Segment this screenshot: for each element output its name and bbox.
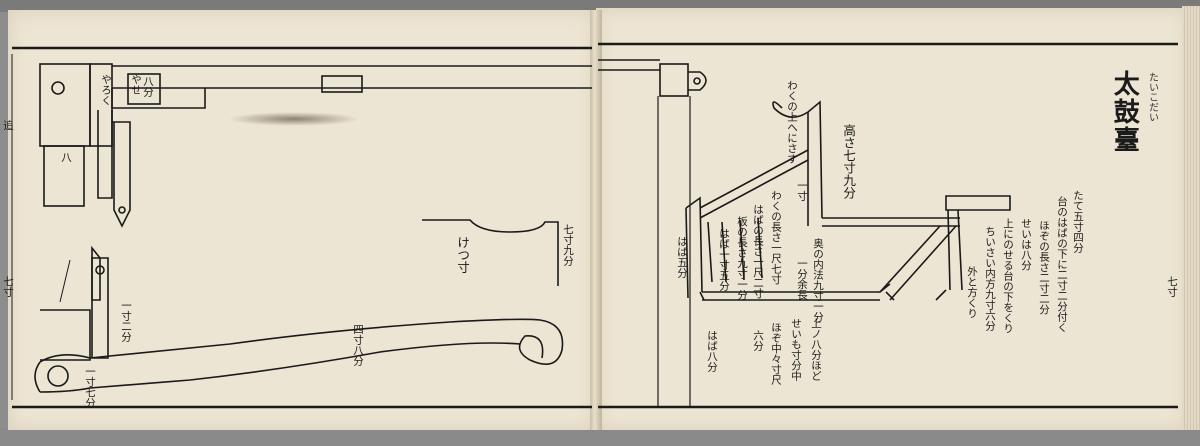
right-col-d: せいは八分 bbox=[1020, 218, 1033, 271]
right-col-g: 外と方くり bbox=[966, 266, 979, 319]
top-note: わくの上へにさす bbox=[786, 80, 799, 164]
left-measure-center: けつ寸 bbox=[455, 236, 471, 274]
diag-label-a: わくの長さ一尺七寸 bbox=[770, 190, 783, 285]
front-label: 一寸 bbox=[796, 180, 809, 201]
depth-label-a: 奥の内法九寸一分 bbox=[812, 238, 825, 322]
upper-block-label-b: やろく bbox=[100, 74, 113, 106]
bottom-col-b: せいも寸分中 bbox=[790, 318, 803, 381]
page-title: 太鼓臺 bbox=[1109, 70, 1140, 154]
ink-smudge bbox=[228, 112, 360, 126]
left-edge-mark-b: 七寸 bbox=[2, 276, 15, 297]
bottom-col-d: 六分 bbox=[752, 330, 765, 351]
background-bottom bbox=[0, 428, 1200, 446]
left-col-a: はば五分 bbox=[676, 236, 689, 278]
right-col-e: 上にのせる台の下をくり bbox=[1002, 218, 1015, 334]
right-col-c: ほぞの長さ二寸二分 bbox=[1038, 220, 1051, 315]
side-label-a: はば一寸五分 bbox=[718, 228, 731, 291]
bottom-col-a: 上ノ八分ほど bbox=[810, 318, 823, 381]
right-col-b: 台のはばの下に二寸二分付く bbox=[1056, 196, 1069, 333]
title-reading: たいこだい bbox=[1146, 72, 1158, 122]
upper-block-label-a: やせ bbox=[130, 74, 143, 95]
mid-block-label: 八 bbox=[60, 152, 73, 163]
bottom-col-c: ほぞ中々寸尺 bbox=[770, 322, 783, 385]
diag-label-b: はばの長さ一尺二寸 bbox=[752, 204, 765, 299]
book-gutter bbox=[590, 10, 602, 430]
right-col-f: ちいさい内方九寸六分 bbox=[984, 226, 997, 331]
page-stack-edge bbox=[1182, 6, 1200, 430]
left-page bbox=[8, 10, 596, 430]
right-col-a: たて五寸四分 bbox=[1072, 190, 1085, 253]
left-measure-issun: 一寸二分 bbox=[120, 300, 133, 342]
depth-label-b: 一分余長 bbox=[796, 258, 809, 300]
left-col-b: はば八分 bbox=[706, 330, 719, 372]
curve-label-b: 一寸七分 bbox=[84, 366, 97, 408]
upper-block-label-c: 八分 bbox=[142, 76, 155, 97]
right-edge-mark: 七寸 bbox=[1166, 276, 1179, 297]
left-edge-mark-a: 追 bbox=[2, 120, 15, 131]
left-measure-seven: 七寸九分 bbox=[562, 224, 575, 266]
diag-label-c: 板の長さ九寸一分 bbox=[736, 216, 749, 300]
height-note: 高さ七寸九分 bbox=[841, 124, 857, 199]
curve-label-a: 四寸八分 bbox=[352, 324, 365, 366]
